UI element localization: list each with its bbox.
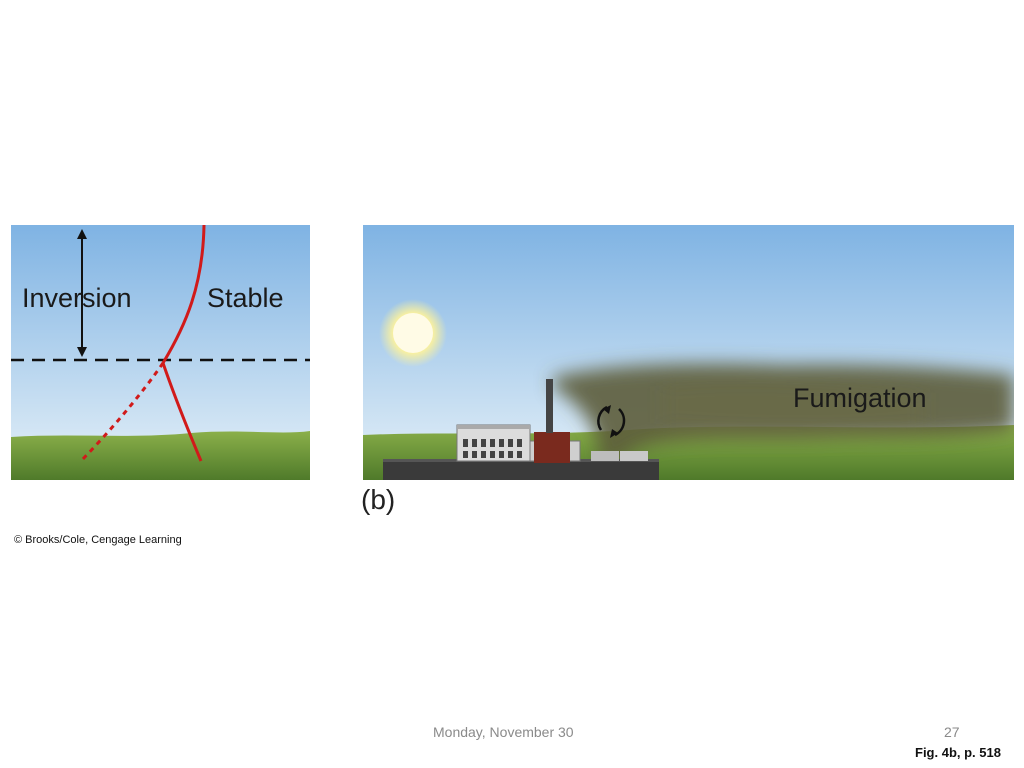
stable-profile-line — [161, 225, 206, 364]
sun-core — [393, 313, 433, 353]
fumigation-label: Fumigation — [793, 383, 927, 413]
grass — [11, 431, 310, 480]
slide-number: 27 — [944, 724, 960, 740]
stable-label: Stable — [207, 283, 284, 313]
factory-icon — [383, 379, 659, 480]
circulation-arrow-right — [614, 408, 626, 437]
panel-letter-label: (b) — [361, 484, 396, 515]
circulation-arrow-head-icon — [610, 429, 618, 438]
fumigation-scene-illustration — [363, 225, 1014, 480]
inversion-label: Inversion — [22, 283, 132, 313]
circulation-arrow-head-icon — [603, 405, 611, 414]
adiabatic-profile-dashed-line — [79, 362, 165, 463]
copyright-credit: © Brooks/Cole, Cengage Learning — [14, 534, 182, 546]
footer-date: Monday, November 30 — [433, 724, 574, 740]
fumigation-scene-panel: Fumigation — [363, 225, 1014, 480]
inversion-profile-illustration — [11, 225, 310, 480]
figure-reference: Fig. 4b, p. 518 — [915, 745, 1001, 760]
arrow-up-icon — [77, 229, 87, 239]
arrow-down-icon — [77, 347, 87, 357]
inversion-profile-panel: Inversion Stable — [11, 225, 310, 480]
inversion-profile-line — [161, 362, 203, 462]
smoke-plume — [553, 363, 1014, 465]
